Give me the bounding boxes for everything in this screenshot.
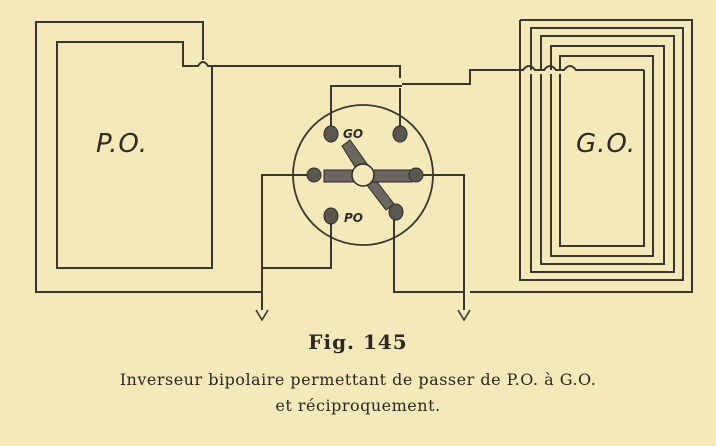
contact-left [306,167,322,183]
contact-po-left [323,207,339,225]
circuit-diagram: P.O. G.O. GO PO [35,19,693,322]
po-coil-inner-wire [56,41,213,269]
go-coil-label: G.O. [576,129,636,159]
caption-line-1: Inverseur bipolaire permettant de passer… [119,370,597,389]
contact-go-right [392,125,408,143]
go-coil-lead-top [402,65,644,85]
go-coil-turn-4 [540,45,665,265]
contact-right [408,167,424,183]
bipolar-switch [292,104,434,246]
go-coil-turn-2 [519,20,684,281]
go-coil-turn-1 [470,19,693,293]
po-coil-label: P.O. [96,129,148,159]
contact-go-left [323,125,339,143]
go-coil [402,19,693,293]
caption-line-2: et réciproquement. [275,396,441,415]
switch-wiring [255,85,471,322]
contact-po-right [388,203,404,221]
lead-go-left [330,85,402,134]
switch-hub [351,163,375,187]
po-coil [35,21,401,293]
lead-po-left [262,218,332,269]
switch-lever-right [371,169,413,183]
lead-left-out [261,174,312,310]
lead-po-right [393,212,464,293]
go-contact-label: GO [343,127,363,141]
go-coil-turn-5 [550,55,654,257]
go-coil-turn-3 [530,35,675,273]
po-contact-label: PO [344,211,363,225]
output-arrow-left [255,309,269,322]
output-arrow-right [457,309,471,322]
go-coil-inner-turn [559,70,645,247]
figure-number: Fig. 145 [308,330,408,354]
po-coil-outer-wire [35,21,262,293]
lead-right-out [418,174,465,310]
switch-body [292,104,434,246]
po-coil-lead-top [182,60,401,78]
